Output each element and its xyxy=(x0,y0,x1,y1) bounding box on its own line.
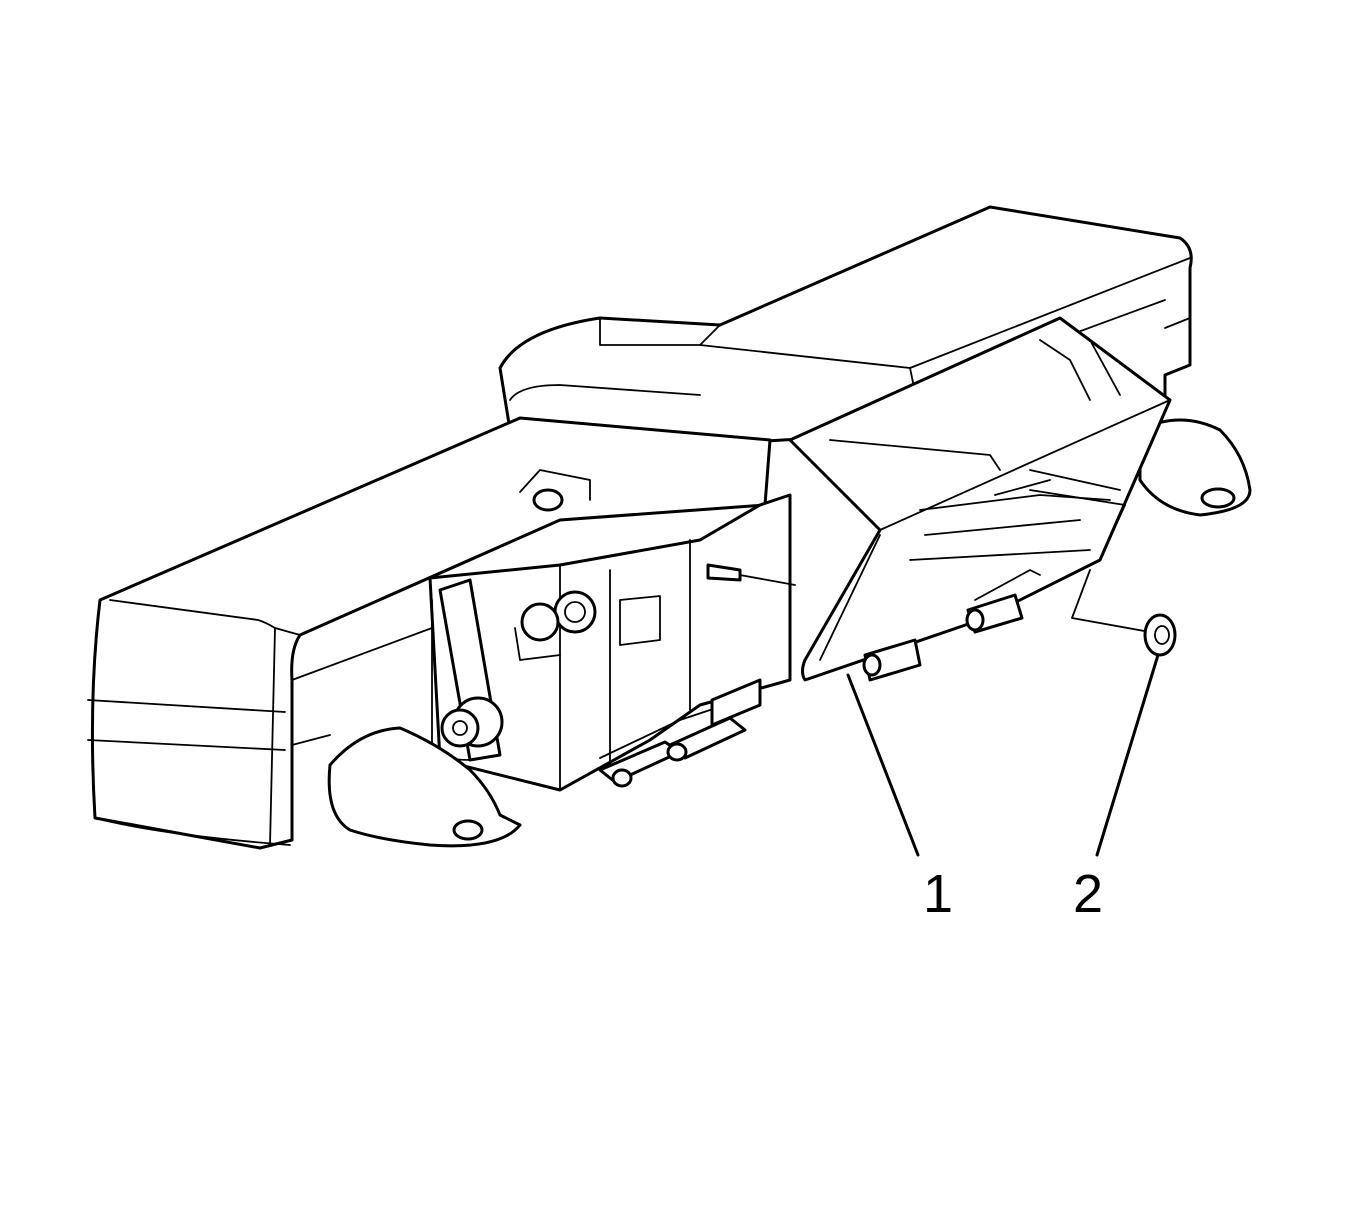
left-foot-bracket xyxy=(94,726,522,848)
nut xyxy=(1143,613,1177,657)
right-foot-bracket xyxy=(1138,418,1252,517)
front-housing xyxy=(87,416,772,850)
mounting-stud xyxy=(706,563,796,586)
leader-line-2 xyxy=(1095,653,1160,857)
leader-line-1 xyxy=(846,673,920,857)
cover-panel xyxy=(788,316,1172,682)
callout-label-2: 2 xyxy=(1073,864,1103,924)
callout-label-1: 1 xyxy=(923,864,953,924)
exploded-guide-lines xyxy=(1029,489,1151,633)
mechanism-bracket xyxy=(428,493,792,792)
